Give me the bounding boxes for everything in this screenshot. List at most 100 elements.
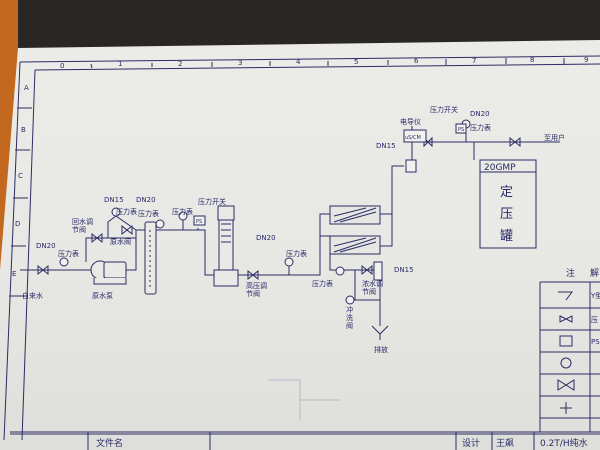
legend-title-1: 注 (566, 267, 575, 279)
col-label-8: 8 (530, 56, 534, 64)
title-designer: 王飙 (496, 437, 514, 449)
label-gauge-3: 压力表 (138, 209, 159, 218)
gauge-stems (182, 220, 199, 230)
product-pipe (380, 165, 404, 215)
label-gauge-2: 压力表 (116, 207, 137, 216)
label-dn20-left: DN20 (36, 242, 56, 250)
raw-pump-base (93, 278, 127, 285)
pressure-tank (479, 159, 537, 249)
title-block-lines (10, 432, 600, 450)
col-label-5: 5 (354, 58, 358, 66)
conductivity-box (403, 129, 427, 143)
legend-p: 压 (591, 316, 598, 324)
label-dn20-hp: DN20 (256, 234, 276, 242)
legend-y: Y型 (590, 291, 600, 300)
legend-check-icon (559, 315, 573, 323)
legend-ps-icon (559, 335, 573, 347)
label-tank-3: 罐 (500, 229, 513, 244)
label-dn15-drain: DN15 (394, 266, 414, 274)
label-flush-valve: 冲 (346, 305, 353, 314)
legend-ps: PS (591, 338, 600, 346)
pipe-2 (107, 215, 117, 238)
hp-outlet-pipe (232, 235, 330, 276)
filter-column (144, 221, 157, 295)
return-valve-icon (91, 232, 103, 244)
label-conductivity: 电导仪 (400, 117, 421, 126)
raw-valve-icon (121, 224, 133, 236)
label-return-valve-2: 节阀 (72, 225, 86, 234)
label-flush-valve-2: 洗 (346, 313, 353, 322)
label-dn15-right: DN15 (376, 142, 396, 150)
gauge-1-icon (59, 257, 69, 267)
legend-y-filter-icon (558, 291, 573, 301)
ps-box-1 (193, 215, 206, 226)
legend-gauge-icon (560, 357, 572, 369)
label-tank-model: 20GMP (484, 163, 516, 173)
hp-motor-top (217, 205, 235, 221)
label-cond-unit: uS/CM (405, 135, 421, 141)
conc-valve-icon (361, 264, 373, 276)
label-drain: 排放 (374, 345, 388, 354)
membrane-2-hatch (333, 237, 377, 253)
label-ps-box: PS (196, 219, 202, 225)
label-gauge-4: 压力表 (172, 207, 193, 216)
flowmeter (373, 261, 383, 281)
hp-pump-stages (221, 223, 231, 243)
col-label-1: 1 (118, 60, 122, 68)
row-label-d: D (15, 220, 20, 228)
gauge-5-icon (284, 257, 294, 267)
label-gauge-7: 压力表 (470, 123, 491, 132)
col-label-3: 3 (238, 59, 242, 67)
gauge-2-icon (111, 207, 121, 217)
label-hp-valve-2: 节阀 (246, 289, 260, 298)
frame-top (19, 55, 600, 63)
label-gauge-5: 压力表 (286, 249, 307, 258)
label-tank-1: 定 (500, 185, 513, 200)
row-label-b: B (21, 126, 26, 134)
frame-inner-left (21, 69, 36, 441)
label-dn15-top: DN15 (104, 196, 124, 204)
ps-box-2 (455, 123, 467, 134)
row-label-e: E (12, 270, 16, 278)
bleed-through (268, 379, 340, 420)
product-pipe-2 (380, 214, 393, 247)
membrane-in (319, 213, 330, 236)
hp-pump-base (213, 269, 239, 287)
flush-valve-icon (345, 295, 355, 305)
label-flush-valve-3: 阀 (346, 321, 353, 330)
return-pipe (85, 237, 136, 262)
title-filename-label: 文件名 (96, 437, 123, 449)
pipe-to-hp (156, 229, 218, 276)
column-ticks (90, 58, 565, 69)
membrane-1-hatch (333, 207, 377, 223)
label-ps-box-2: PS (458, 127, 464, 133)
frame-left (3, 61, 21, 441)
pump-outlet (123, 230, 137, 271)
title-design-label: 设计 (462, 437, 480, 449)
col-label-9: 9 (584, 56, 588, 64)
raw-pump-motor (103, 261, 127, 279)
label-raw-pump: 原水泵 (92, 291, 113, 300)
check-valve-icon (423, 136, 433, 148)
label-gauge-6: 压力表 (312, 279, 333, 288)
inlet-valve-icon (37, 264, 49, 276)
pipe-3 (115, 215, 137, 231)
gauge-3-icon (155, 219, 165, 229)
col-label-6: 6 (414, 57, 419, 65)
gauge-4-icon (178, 211, 188, 221)
label-to-user: 至用户 (544, 133, 565, 142)
col-label-7: 7 (472, 57, 476, 65)
row-label-c: C (18, 172, 23, 180)
label-gauge-left: 压力表 (58, 249, 79, 258)
hp-valve-icon (247, 269, 259, 281)
outlet-valve-icon (509, 136, 521, 148)
frame-inner-top (34, 63, 600, 71)
hp-pump-body (218, 219, 234, 271)
label-dn20-mid: DN20 (136, 196, 156, 204)
title-product: 0.2T/H纯水 (540, 437, 588, 449)
legend-grid (539, 281, 600, 432)
flush-pipe (354, 270, 380, 301)
label-tap-water: 自来水 (22, 291, 43, 300)
label-raw-valve: 原水阀 (110, 237, 131, 246)
